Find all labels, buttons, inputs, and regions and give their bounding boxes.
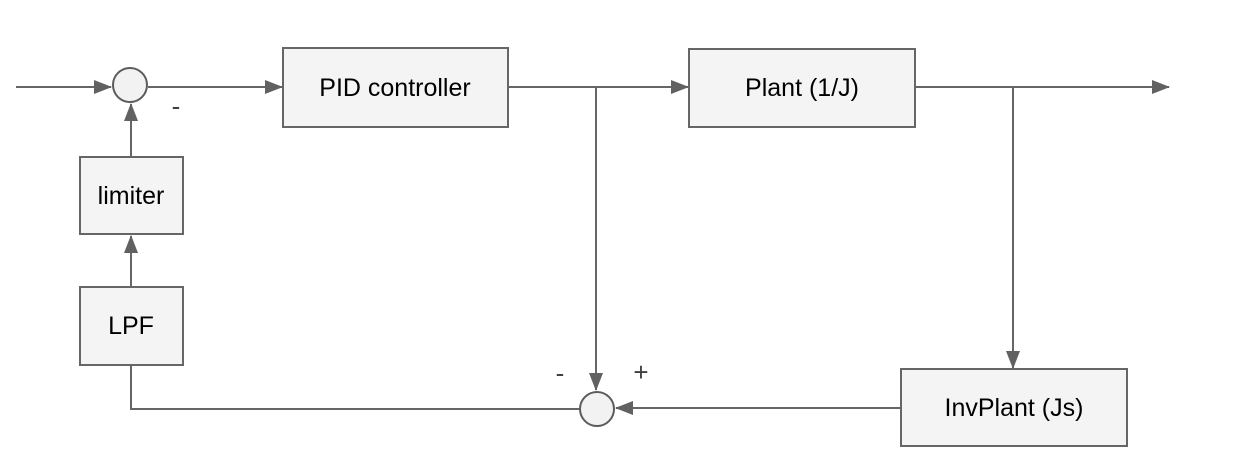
plant-block: Plant (1/J) <box>688 48 916 128</box>
pid-controller-label: PID controller <box>319 74 470 102</box>
pid-controller-box <box>282 47 509 128</box>
limiter-box <box>79 156 184 235</box>
top-summing-junction <box>112 67 148 103</box>
lpf-box <box>79 286 184 366</box>
invplant-label: InvPlant (Js) <box>945 394 1084 422</box>
limiter-label: limiter <box>98 182 165 210</box>
plant-label: Plant (1/J) <box>745 74 859 102</box>
invplant-box <box>900 368 1128 447</box>
pid-controller-block: PID controller <box>282 47 509 128</box>
bottom-junction-minus-sign: - <box>556 358 565 388</box>
lpf-block: LPF <box>79 286 184 366</box>
limiter-block: limiter <box>79 156 184 235</box>
bottom-junction-plus-sign: + <box>633 357 648 387</box>
feedback-to-lpf-line <box>130 366 580 410</box>
invplant-block: InvPlant (Js) <box>900 368 1128 447</box>
plant-box <box>688 48 916 128</box>
bottom-summing-junction <box>579 391 615 427</box>
top-junction-minus-sign: - <box>172 91 181 121</box>
lpf-label: LPF <box>108 312 154 340</box>
